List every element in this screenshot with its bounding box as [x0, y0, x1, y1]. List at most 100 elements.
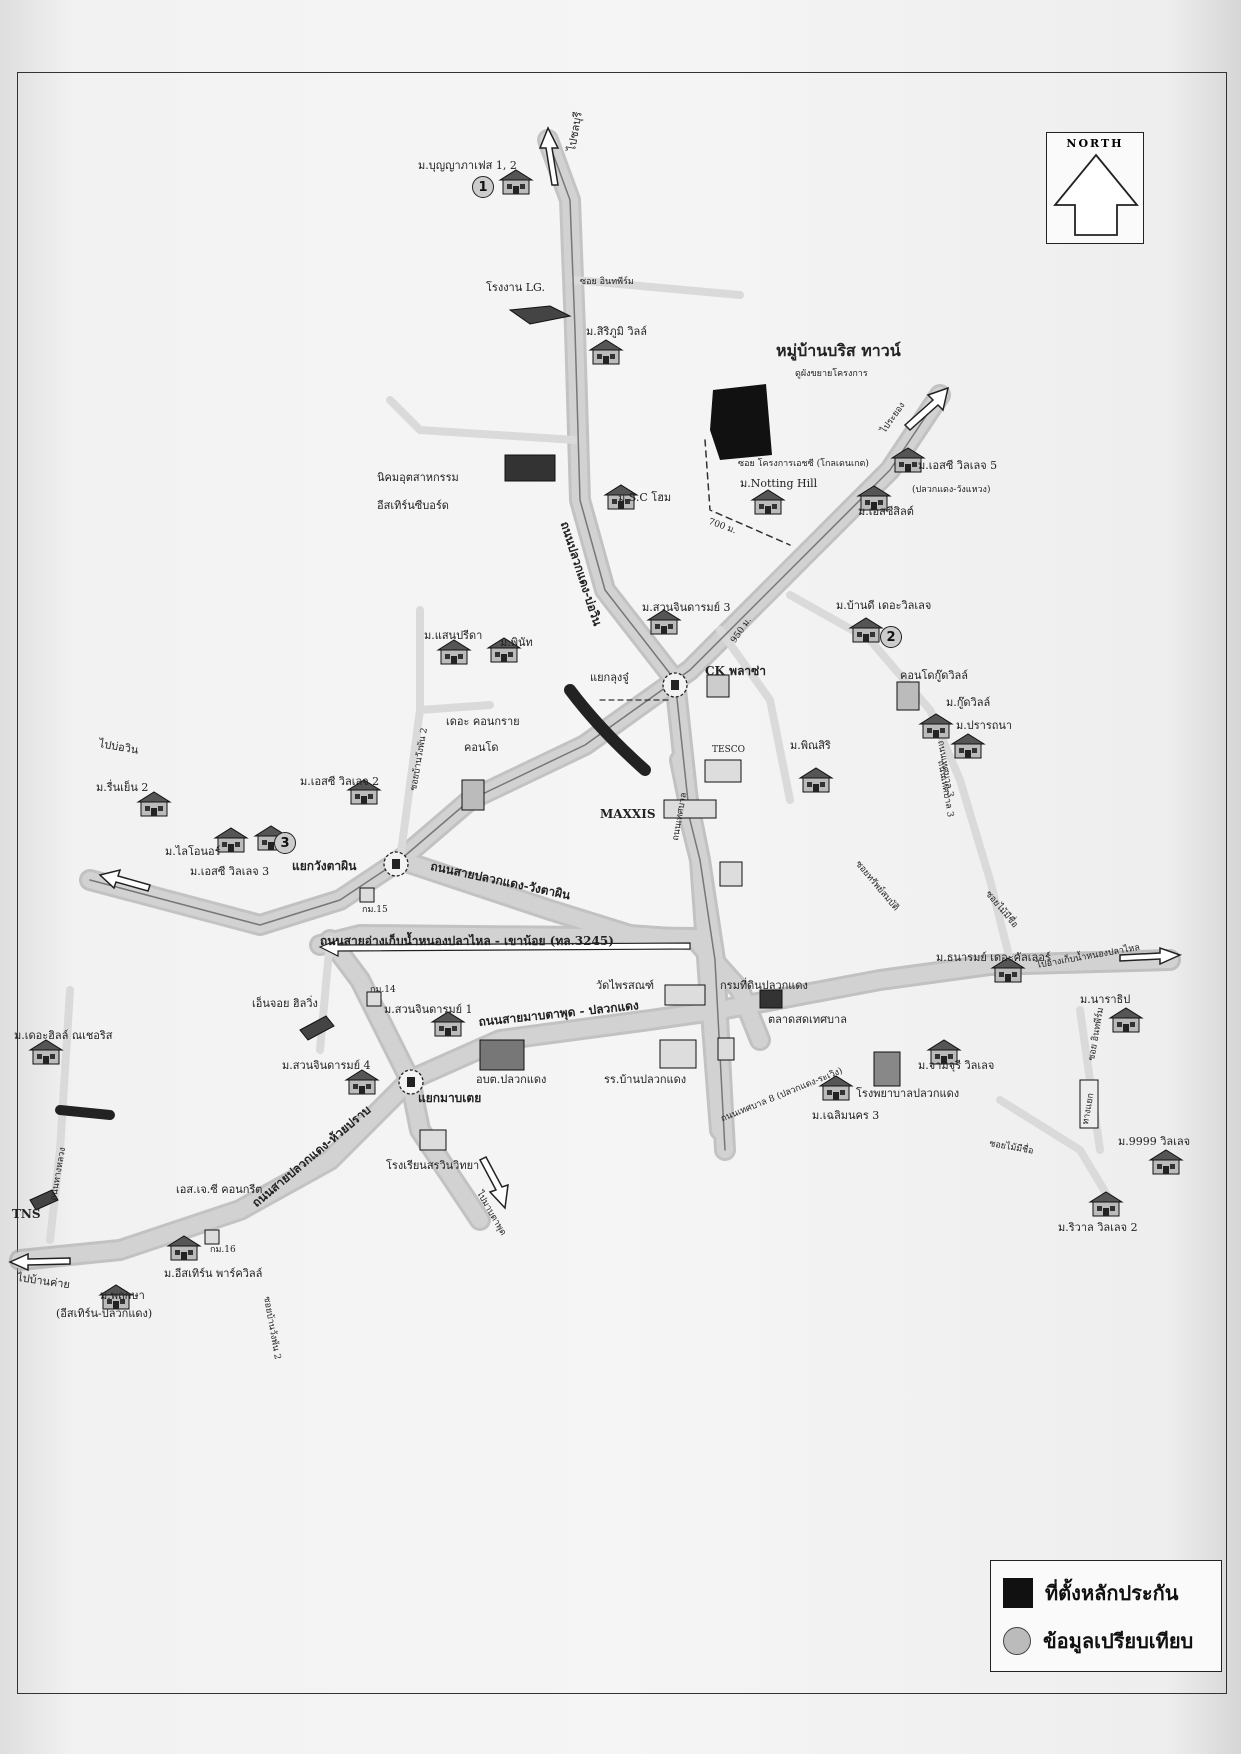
comparable-badge-2: 2: [880, 626, 902, 648]
label-notting: ม.Notting Hill: [740, 477, 818, 490]
roads: [12, 132, 1178, 1268]
house-icon: [950, 733, 986, 759]
house-icon: [28, 1039, 64, 1065]
label-eastern-estate-1: นิคมอุตสาหกรรม: [377, 471, 459, 484]
house-icon: [926, 1039, 962, 1065]
label-soi-inthapan: ซอย อินทพีร์ม: [580, 277, 634, 287]
north-arrow-icon: [1053, 153, 1139, 236]
house-icon: [1108, 1007, 1144, 1033]
house-icon: [798, 767, 834, 793]
house-icon: [344, 1069, 380, 1095]
label-condo-goodville: คอนโดกู๊ดวิลล์: [900, 669, 968, 682]
legend-subject-label: ที่ตั้งหลักประกัน: [1045, 1581, 1179, 1605]
label-jamjuri: ม.จามจุรี วิลเลจ: [918, 1059, 995, 1072]
north-arrow: NORTH: [1046, 132, 1144, 244]
label-suan3: ม.สวนจินดารมย์ 3: [642, 601, 731, 614]
label-suan4: ม.สวนจินดารมย์ 4: [282, 1059, 371, 1072]
label-tharanrome: ม.ธนารมย์ เดอะคัลเลอร์: [936, 951, 1051, 964]
legend-row-comparable: ข้อมูลเปรียบเทียบ: [1003, 1625, 1193, 1657]
tns-icon: [29, 1189, 59, 1211]
label-sc5: ม.เอสซี วิลเลจ 5: [918, 459, 998, 472]
house-icon: [990, 957, 1026, 983]
amphoe-building-icon: [479, 1039, 525, 1071]
house-icons: [28, 169, 1184, 1310]
label-pruksa: ม.พฤกษา: [100, 1289, 145, 1302]
house-icon: [136, 791, 172, 817]
label-ruenyen: ม.รื่นเย็น 2: [96, 781, 149, 794]
label-condo-the: เดอะ คอนกราย: [446, 715, 520, 728]
label-narathip: ม.นาราธิป: [1080, 993, 1131, 1006]
tesco-marker-icon: [719, 861, 743, 887]
house-icon: [588, 339, 624, 365]
road-centerlines: [89, 139, 941, 1151]
house-icon: [848, 617, 884, 643]
house-icon: [646, 609, 682, 635]
label-km14: กม.14: [370, 985, 396, 995]
label-chalermnakhon: ม.เฉลิมนคร 3: [812, 1109, 880, 1122]
house-icon: [213, 827, 249, 853]
label-kilohome: ม.ไลโอนอร์: [165, 845, 221, 858]
house-icon: [1148, 1149, 1184, 1175]
legend: ที่ตั้งหลักประกัน ข้อมูลเปรียบเทียบ: [990, 1560, 1222, 1672]
label-ck: CK พลาซ่า: [705, 664, 767, 678]
label-sc2: ม.เอสซี วิลเลจ 2: [300, 775, 380, 788]
condo-icon: [461, 779, 485, 811]
house-icon: [430, 1011, 466, 1037]
house-icon: [98, 1284, 134, 1310]
km15-icon: [359, 887, 375, 903]
comparable-badge-1: 1: [472, 176, 494, 198]
road-edges: [9, 129, 1181, 1271]
label-pranda: ม.ปรารถนา: [956, 719, 1013, 732]
label-amphoe: อบต.ปลวกแดง: [476, 1073, 547, 1086]
arrow-reservoir-icon: [318, 939, 691, 957]
label-pruksa-sub: (อีสเทิร์น-ปลวกแดง): [56, 1307, 153, 1320]
label-yaekmap: แยกมาบเตย: [418, 1091, 482, 1105]
arrow-north-icon: [538, 126, 560, 186]
label-sub: ดูผังขยายโครงการ: [795, 369, 868, 379]
ck-plaza-icon: [706, 674, 730, 698]
legend-square-icon: [1003, 1578, 1033, 1608]
label-snc: เอส.เจ.ซี คอนกรีต: [176, 1183, 263, 1196]
north-label: NORTH: [1066, 137, 1124, 150]
label-landoffice: กรมที่ดินปลวกแดง: [720, 979, 808, 992]
building-icons: [29, 305, 1099, 1245]
label-sc3: ม.เอสซี วิลเลจ 3: [190, 865, 270, 878]
label-watprai: วัดไพรสณฑ์: [596, 979, 655, 992]
tesco-store-icon: [704, 759, 742, 783]
label-km15: กม.15: [362, 905, 388, 915]
arrow-sw-icon: [8, 1252, 71, 1272]
house-icon: [818, 1075, 854, 1101]
label-goodville: ม.กู๊ดวิลล์: [946, 696, 991, 709]
label-suan1: ม.สวนจินดารมย์ 1: [384, 1003, 473, 1016]
label-m-ria2: ม.ริวาล วิลเลจ 2: [1058, 1221, 1138, 1234]
house-icon: [436, 639, 472, 665]
arrow-ne-icon: [903, 386, 950, 432]
house-icon: [750, 489, 786, 515]
house-icon: [856, 485, 892, 511]
label-siriphan: ม.สิริภูมิ วิลล์: [586, 325, 648, 338]
schoolnakorn-icon: [419, 1129, 447, 1151]
landoffice-icon: [759, 989, 783, 1009]
label-esri: ม.เอสซีสิลต์: [858, 505, 914, 518]
seven-eleven-icon: [717, 1037, 735, 1061]
km14-icon: [366, 991, 382, 1007]
maxxis-building-icon: [663, 799, 717, 819]
enjoy-icon: [299, 1015, 335, 1041]
arrow-w-icon: [98, 868, 151, 892]
label-lg: โรงงาน LG.: [486, 281, 545, 294]
house-icon: [486, 637, 522, 663]
label-phinsiri: ม.พิณสิริ: [790, 739, 831, 752]
label-reservoir: ถนนสายอ่างเก็บน้ำหนองปลาไหล - เขาน้อย (ท…: [320, 934, 614, 948]
label-phinat: ม.พินัท: [500, 636, 533, 649]
label-bandee: ม.บ้านดี เดอะวิลเลจ: [836, 599, 932, 612]
label-tesco: TESCO: [712, 745, 746, 755]
label-tns: TNS: [12, 1207, 41, 1221]
dashed-link: [704, 439, 791, 546]
condo-goodville-icon: [896, 681, 920, 711]
legend-row-subject: ที่ตั้งหลักประกัน: [1003, 1577, 1178, 1609]
label-yaekrungkhu: แยกลุงจู๋: [590, 671, 629, 684]
label-punyapha: ม.บุญญาภาเฟส 1, 2: [418, 159, 517, 172]
hospital-building-icon: [873, 1051, 901, 1087]
map-frame: [17, 72, 1227, 1694]
